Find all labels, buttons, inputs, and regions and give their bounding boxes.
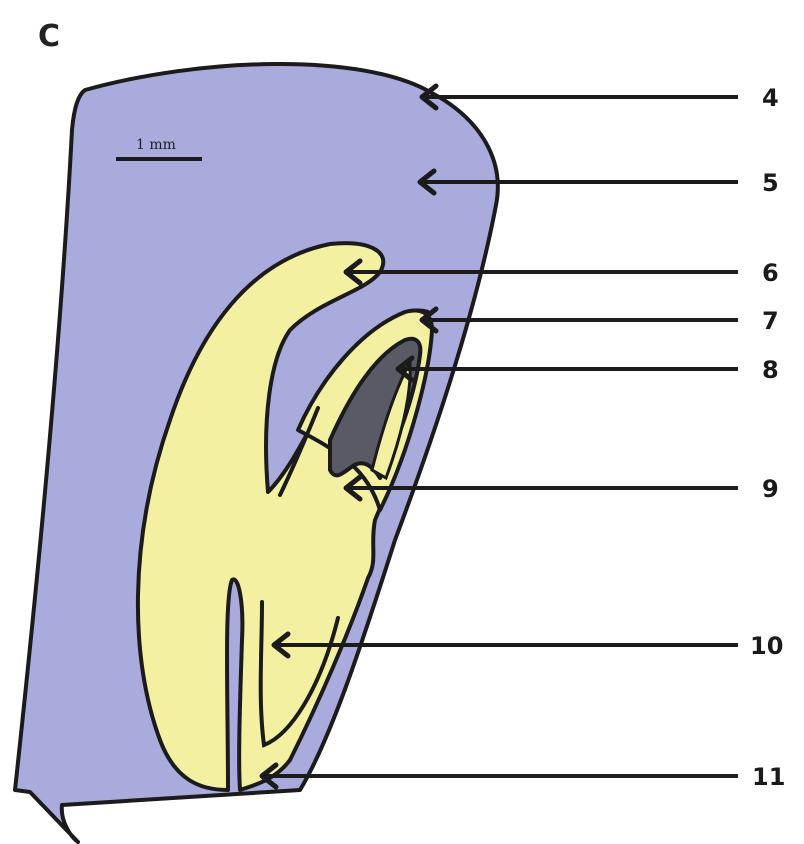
callout-label-5: 5 [762,169,779,197]
callout-label-4: 4 [762,84,779,112]
callout-7: 7 [422,307,779,335]
callout-11: 11 [262,763,785,791]
callout-label-11: 11 [752,763,785,791]
callout-label-9: 9 [762,475,779,503]
callout-label-10: 10 [750,632,783,660]
panel-letter: C [38,19,60,54]
callout-label-8: 8 [762,356,779,384]
callout-label-7: 7 [762,307,779,335]
scale-bar-label: 1 mm [136,137,176,153]
callout-label-6: 6 [762,259,779,287]
callout-4: 4 [422,84,779,112]
